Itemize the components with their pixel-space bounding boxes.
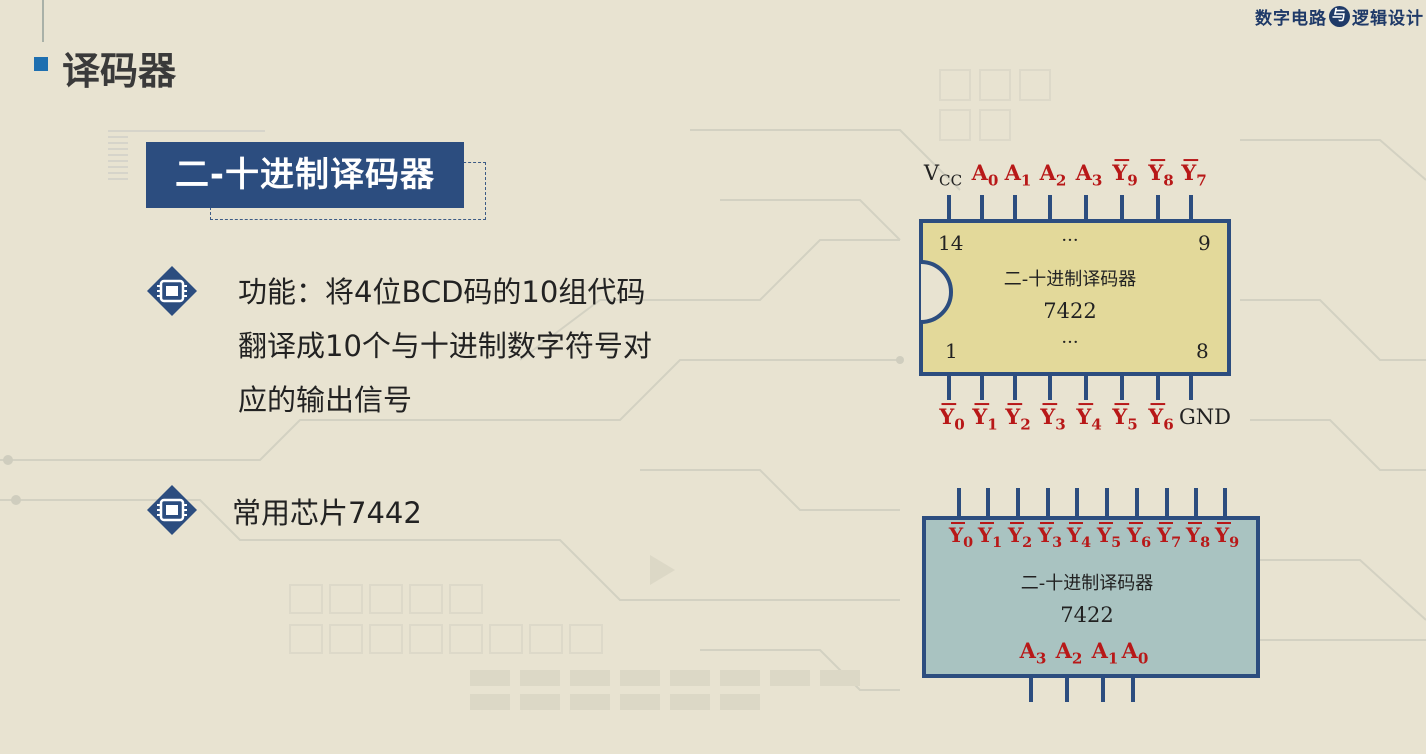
svg-text:Y3: Y3 <box>1037 523 1062 551</box>
chip1-bottom-label: Y1 <box>971 403 998 433</box>
svg-text:Y4: Y4 <box>1066 523 1091 551</box>
svg-text:A1: A1 <box>1091 638 1119 667</box>
title-marker <box>34 57 48 71</box>
svg-text:Y7: Y7 <box>1156 523 1181 551</box>
chip-bullet-icon <box>147 485 197 535</box>
chip2-output-label: Y1 <box>977 522 1002 551</box>
chip1-top-label: A0 <box>971 160 999 189</box>
brand-right: 逻辑设计 <box>1352 8 1424 29</box>
svg-text:Y0: Y0 <box>938 404 965 433</box>
svg-text:A0: A0 <box>1121 638 1149 667</box>
chip1-top-label: VCC <box>923 161 962 189</box>
svg-text:Y9: Y9 <box>1214 523 1239 551</box>
chip2-output-label: Y2 <box>1007 522 1032 551</box>
chip2-output-label: Y6 <box>1126 522 1151 551</box>
svg-text:Y0: Y0 <box>948 523 973 551</box>
chip2-output-label: Y8 <box>1185 522 1210 551</box>
chip2-model: 7422 <box>1060 603 1113 627</box>
chip2-input-label: A2 <box>1055 638 1083 667</box>
chip2-name: 二-十进制译码器 <box>1021 573 1154 594</box>
description-line: 翻译成10个与十进制数字符号对 <box>238 329 652 363</box>
chip1-name: 二-十进制译码器 <box>1004 269 1137 290</box>
brand-mid: 与 <box>1329 5 1350 27</box>
chip1-top-label: A2 <box>1039 160 1067 189</box>
svg-text:Y2: Y2 <box>1007 523 1032 551</box>
chip1-bottom-label: Y3 <box>1039 403 1066 433</box>
svg-text:Y4: Y4 <box>1075 404 1102 433</box>
svg-text:A3: A3 <box>1075 160 1103 189</box>
svg-text:A1: A1 <box>1004 160 1032 189</box>
svg-text:Y6: Y6 <box>1126 523 1151 551</box>
chip1-top-label: A3 <box>1075 160 1103 189</box>
chip2-output-label: Y0 <box>948 522 973 551</box>
brand-left: 数字电路 <box>1255 8 1327 29</box>
chip1-notch <box>920 260 953 324</box>
page-title: 译码器 <box>62 49 177 93</box>
svg-text:Y1: Y1 <box>977 523 1002 551</box>
svg-text:A3: A3 <box>1019 638 1047 667</box>
chip2-output-label: Y3 <box>1037 522 1062 551</box>
svg-text:Y7: Y7 <box>1180 160 1207 189</box>
chip2-input-label: A1 <box>1091 638 1119 667</box>
description-line: 功能：将4位BCD码的10组代码 <box>238 275 646 309</box>
svg-text:Y9: Y9 <box>1111 160 1138 189</box>
svg-text:Y8: Y8 <box>1185 523 1210 551</box>
svg-text:Y1: Y1 <box>971 404 998 433</box>
chip1-top-label: Y8 <box>1147 159 1174 189</box>
chip2-body <box>922 516 1260 678</box>
svg-text:Y8: Y8 <box>1147 160 1174 189</box>
chip1-bottom-label: Y4 <box>1075 403 1102 433</box>
description-line: 应的输出信号 <box>238 383 413 417</box>
pin-number-14: 14 <box>938 231 963 255</box>
chip1-bottom-label: GND <box>1179 405 1231 429</box>
chip2-output-label: Y5 <box>1096 522 1121 551</box>
svg-text:Y5: Y5 <box>1111 404 1138 433</box>
svg-text:Y2: Y2 <box>1004 404 1031 433</box>
chip1-top-label: A1 <box>1004 160 1032 189</box>
svg-text:A2: A2 <box>1039 160 1067 189</box>
svg-text:VCC: VCC <box>923 161 962 189</box>
chip2-input-label: A0 <box>1121 638 1149 667</box>
svg-text:A2: A2 <box>1055 638 1083 667</box>
svg-text:Y5: Y5 <box>1096 523 1121 551</box>
pin-number-9: 9 <box>1198 231 1211 255</box>
common-chip-text: 常用芯片7442 <box>232 496 422 530</box>
ellipsis-bottom: ··· <box>1061 332 1078 353</box>
svg-text:GND: GND <box>1179 405 1231 429</box>
brand-logo: 数字电路 与 逻辑设计 <box>1255 4 1424 29</box>
chip1-bottom-label: Y2 <box>1004 403 1031 433</box>
ellipsis-top: ··· <box>1061 230 1078 251</box>
chip-bullet-icon <box>147 266 197 316</box>
chip1-top-label: Y7 <box>1180 159 1207 189</box>
section-subtitle: 二-十进制译码器 <box>146 142 464 208</box>
chip1-bottom-label: Y0 <box>938 403 965 433</box>
pin-number-8: 8 <box>1196 339 1209 363</box>
chip2-input-label: A3 <box>1019 638 1047 667</box>
svg-text:A0: A0 <box>971 160 999 189</box>
chip1-bottom-label: Y6 <box>1147 403 1174 433</box>
svg-text:Y3: Y3 <box>1039 404 1066 433</box>
header-rule <box>42 0 44 42</box>
chip1-model: 7422 <box>1043 299 1096 323</box>
chip1-bottom-label: Y5 <box>1111 403 1138 433</box>
chip1-body <box>919 219 1231 376</box>
chip2-output-label: Y7 <box>1156 522 1181 551</box>
svg-text:Y6: Y6 <box>1147 404 1174 433</box>
chip2-output-label: Y4 <box>1066 522 1091 551</box>
chip1-top-label: Y9 <box>1111 159 1138 189</box>
function-description: 功能：将4位BCD码的10组代码 翻译成10个与十进制数字符号对 应的输出信号 <box>238 265 698 427</box>
chip2-output-label: Y9 <box>1214 522 1239 551</box>
pin-number-1: 1 <box>945 339 958 363</box>
